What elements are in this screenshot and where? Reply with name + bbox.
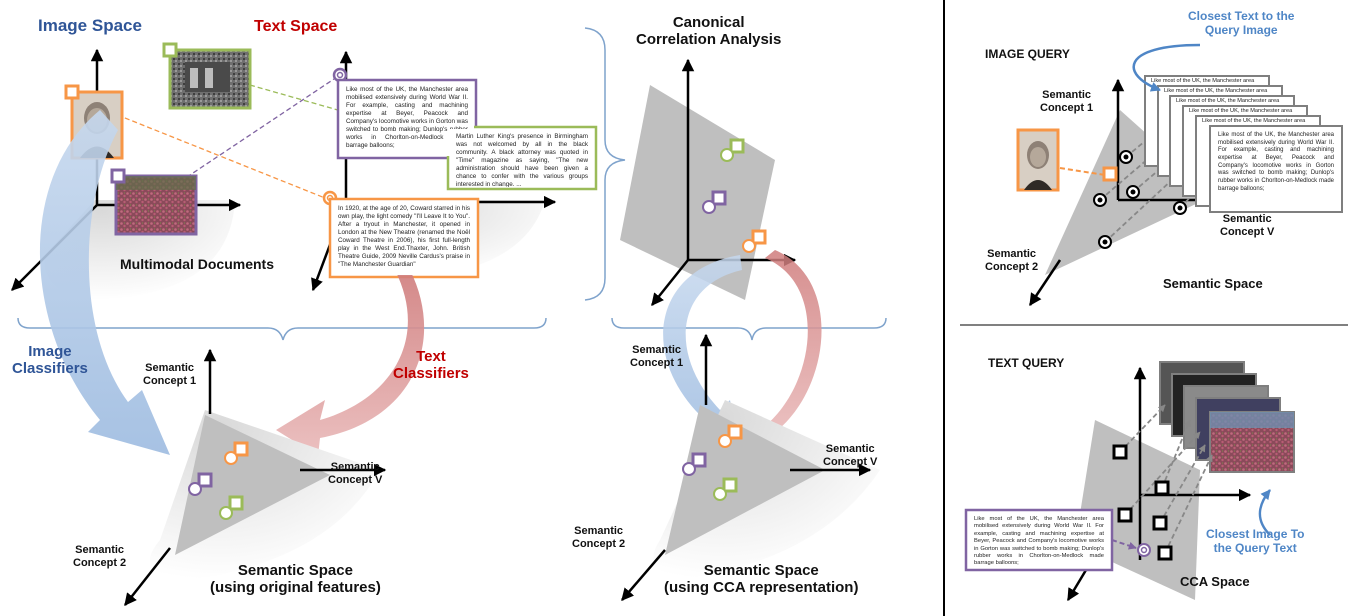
rt-sem-concept-2: Semantic Concept 2	[985, 248, 1039, 273]
green-dash	[249, 84, 451, 143]
cca-space-label: CCA Space	[1180, 574, 1250, 589]
image-classifiers-label: Image Classifiers	[12, 343, 88, 378]
rt-closest-arrow	[1132, 43, 1201, 92]
mid-semantic-space-label: Semantic Space (using CCA representation…	[664, 562, 859, 597]
orange-marker	[64, 84, 80, 100]
middle-brace	[611, 317, 887, 341]
purple-marker	[110, 168, 126, 184]
left-brace	[17, 317, 547, 341]
image-classifier-arrow	[39, 110, 170, 455]
mid-sem-concept-v: Semantic Concept V	[823, 443, 878, 468]
image-query-title: IMAGE QUERY	[985, 47, 1070, 61]
text-query-title: TEXT QUERY	[988, 356, 1065, 370]
rb-query-marker	[1137, 543, 1151, 557]
text-box-mlk: Martin Luther King's presence in Birming…	[450, 129, 594, 187]
left-semantic-space-label: Semantic Space (using original features)	[210, 562, 381, 597]
cca-plane	[620, 85, 775, 300]
rb-query-text: Like most of the UK, the Manchester area…	[968, 512, 1110, 568]
text-classifier-arrow	[276, 270, 425, 456]
rt-doc-header-4: Like most of the UK, the Manchester area	[1189, 108, 1293, 114]
left-sem-concept-v: Semantic Concept V	[328, 461, 383, 486]
left-sem-concept-1: Semantic Concept 1	[143, 362, 197, 387]
rt-doc-header-3: Like most of the UK, the Manchester area	[1176, 98, 1280, 104]
cca-axis-z	[651, 259, 689, 306]
rt-doc-header-1: Like most of the UK, the Manchester area	[1151, 78, 1255, 84]
rt-sem-concept-v: Semantic Concept V	[1220, 213, 1275, 238]
closest-text-label: Closest Text to the Query Image	[1188, 9, 1295, 37]
left-sem-axis-z	[124, 547, 171, 606]
rt-doc-header-5: Like most of the UK, the Manchester area	[1202, 118, 1306, 124]
rt-sem-concept-1: Semantic Concept 1	[1040, 89, 1094, 114]
rt-query-marker	[1102, 166, 1118, 182]
rt-semantic-space-label: Semantic Space	[1163, 276, 1263, 291]
cca-title: Canonical Correlation Analysis	[636, 14, 782, 49]
mid-sem-concept-1: Semantic Concept 1	[630, 344, 684, 369]
rb-closest-arrow	[1258, 489, 1271, 536]
rb-points	[1112, 444, 1173, 561]
image-space-label: Image Space	[38, 16, 142, 35]
rt-front-doc-text: Like most of the UK, the Manchester area…	[1212, 128, 1340, 210]
left-semantic-plane	[175, 415, 330, 555]
mid-semantic-plane	[665, 405, 825, 555]
green-marker	[162, 42, 178, 58]
mid-sem-axis-z	[621, 549, 666, 601]
left-sem-concept-2: Semantic Concept 2	[73, 544, 127, 569]
rt-points	[1093, 150, 1187, 249]
rt-doc-header-2: Like most of the UK, the Manchester area	[1164, 88, 1268, 94]
cca-text-arrow	[740, 250, 822, 446]
text-box-coward: In 1920, at the age of 20, Coward starre…	[332, 201, 476, 275]
cca-image-arrow	[663, 255, 742, 440]
mid-sem-concept-2: Semantic Concept 2	[572, 525, 626, 550]
text-classifiers-label: Text Classifiers	[393, 348, 469, 383]
multimodal-documents-label: Multimodal Documents	[120, 256, 275, 272]
text-space-label: Text Space	[254, 18, 338, 35]
cca-brace	[584, 27, 626, 301]
closest-image-label: Closest Image To the Query Text	[1206, 527, 1305, 555]
rt-axis-z	[1028, 259, 1062, 307]
